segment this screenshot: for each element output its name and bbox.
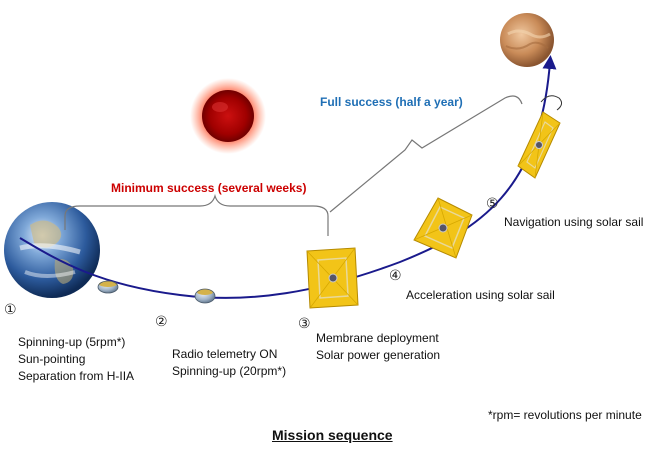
- spacecraft-icon: [194, 288, 216, 304]
- earth-icon: [4, 202, 100, 298]
- step-2-line-1: Radio telemetry ON: [172, 347, 278, 361]
- step-2-number: ②: [155, 314, 168, 330]
- step-4-line-1: Acceleration using solar sail: [406, 288, 555, 302]
- step-3-line-2: Solar power generation: [316, 348, 441, 362]
- minimum-success-label: Minimum success (several weeks): [111, 181, 307, 195]
- venus-icon: [500, 13, 554, 67]
- step-3-line-1: Membrane deployment: [316, 331, 439, 345]
- full-success-bracket: [329, 95, 523, 213]
- footnote: *rpm= revolutions per minute: [488, 408, 642, 422]
- solar-sail-icon: [306, 247, 359, 309]
- solar-sail-icon: [413, 197, 473, 259]
- spacecraft-icon: [97, 280, 119, 294]
- step-1-line-1: Spinning-up (5rpm*): [18, 335, 126, 349]
- spin-arrow-icon: [540, 95, 563, 111]
- step-2-line-2: Spinning-up (20rpm*): [172, 364, 287, 378]
- diagram-title: Mission sequence: [272, 427, 393, 443]
- trajectory-path: [19, 55, 557, 299]
- step-4-number: ④: [389, 268, 402, 284]
- full-success-label: Full success (half a year): [320, 95, 463, 109]
- step-5-number: ⑤: [486, 196, 499, 212]
- step-5-line-1: Navigation using solar sail: [504, 215, 644, 229]
- sun-icon: [190, 78, 266, 154]
- step-1-line-3: Separation from H-IIA: [18, 369, 135, 383]
- solar-sail-icon: [517, 111, 561, 179]
- step-1-line-2: Sun-pointing: [18, 352, 86, 366]
- step-1-number: ①: [4, 302, 17, 318]
- minimum-success-bracket: [64, 193, 329, 236]
- step-3-number: ③: [298, 316, 311, 332]
